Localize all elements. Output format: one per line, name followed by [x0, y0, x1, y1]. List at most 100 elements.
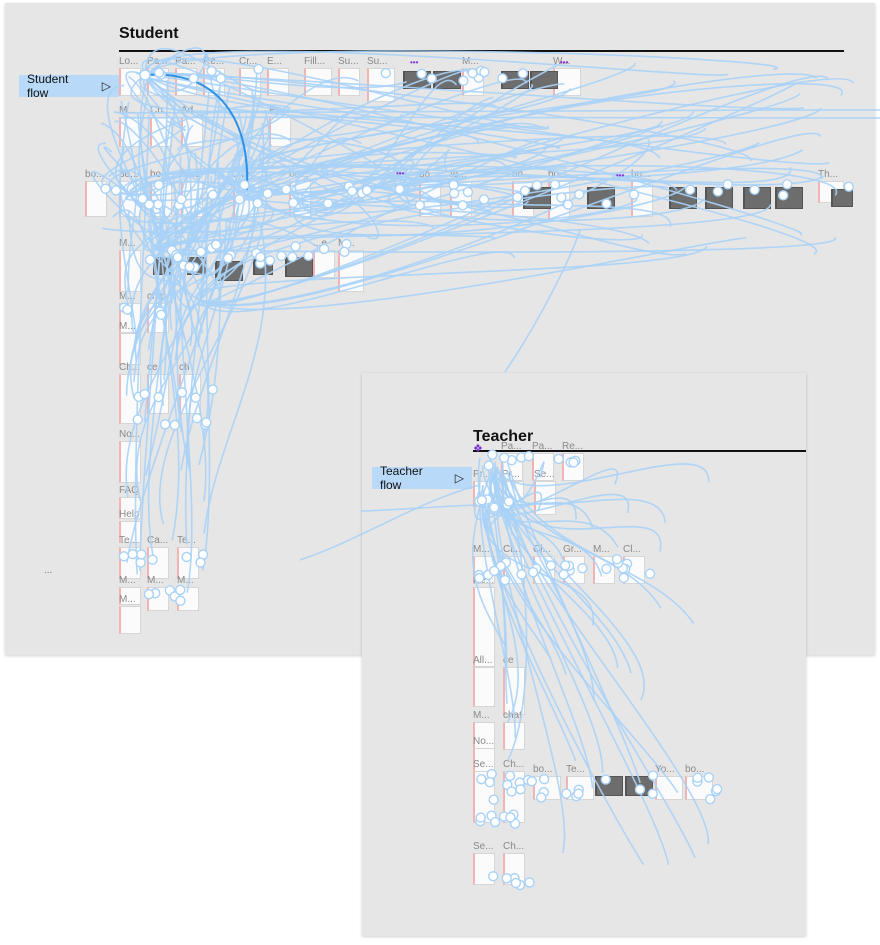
student-screen-frame[interactable]	[119, 181, 141, 217]
teacher-screen-frame[interactable]	[503, 667, 525, 715]
student-screen-frame[interactable]	[119, 250, 141, 292]
teacher-screen-frame[interactable]	[503, 556, 525, 584]
student-screen-frame[interactable]	[181, 117, 203, 147]
student-frame-label: M...	[119, 238, 136, 249]
student-frame-label: ...m	[233, 169, 250, 180]
student-screen-frame[interactable]	[175, 68, 197, 96]
student-screen-frame[interactable]	[177, 587, 199, 611]
teacher-dark-screen-frame[interactable]	[595, 776, 623, 796]
teacher-frame-label: Pr...	[473, 469, 491, 480]
teacher-screen-frame[interactable]	[534, 481, 556, 515]
teacher-screen-frame[interactable]	[655, 776, 683, 800]
teacher-screen-frame[interactable]	[473, 771, 495, 823]
student-screen-frame[interactable]	[119, 68, 141, 96]
student-screen-frame[interactable]	[150, 181, 172, 217]
student-screen-frame[interactable]	[179, 374, 201, 414]
student-screen-frame[interactable]	[147, 68, 169, 96]
student-frame-label: FAQ	[119, 485, 140, 496]
student-screen-frame[interactable]	[119, 587, 141, 605]
student-screen-frame[interactable]	[147, 587, 169, 611]
student-screen-frame[interactable]	[338, 68, 360, 96]
student-dark-screen-frame[interactable]	[669, 187, 697, 209]
student-dark-screen-frame[interactable]	[743, 187, 771, 209]
student-dark-screen-frame[interactable]	[587, 187, 615, 209]
student-dark-screen-frame[interactable]	[705, 187, 733, 209]
teacher-dark-screen-frame[interactable]	[625, 776, 653, 796]
student-dark-screen-frame[interactable]	[501, 71, 529, 89]
student-screen-frame[interactable]	[181, 181, 203, 217]
teacher-screen-frame[interactable]	[503, 853, 525, 885]
student-dark-screen-frame[interactable]	[403, 71, 431, 89]
student-screen-frame[interactable]	[203, 68, 225, 96]
student-frame-label: M...	[119, 321, 136, 332]
student-screen-frame[interactable]	[147, 303, 169, 333]
teacher-screen-frame[interactable]	[623, 556, 645, 584]
teacher-screen-frame[interactable]	[562, 453, 584, 481]
student-dark-screen-frame[interactable]	[831, 189, 853, 207]
teacher-screen-frame[interactable]	[473, 667, 495, 707]
student-screen-frame[interactable]	[119, 441, 141, 483]
teacher-flow-button[interactable]: Teacher flow ▷	[372, 464, 472, 492]
teacher-screen-frame[interactable]	[593, 556, 615, 584]
student-dark-screen-frame[interactable]	[253, 257, 273, 275]
teacher-screen-frame[interactable]	[685, 776, 713, 800]
teacher-screen-frame[interactable]	[503, 771, 525, 823]
student-screen-frame[interactable]	[313, 250, 335, 278]
student-screen-frame[interactable]	[462, 68, 484, 96]
teacher-screen-frame[interactable]	[533, 556, 555, 584]
teacher-screen-frame[interactable]	[563, 556, 585, 584]
student-screen-frame[interactable]	[119, 117, 141, 147]
student-screen-frame[interactable]	[304, 68, 332, 96]
teacher-screen-frame[interactable]	[566, 776, 594, 800]
student-dark-screen-frame[interactable]	[215, 261, 243, 281]
student-screen-frame[interactable]	[419, 181, 441, 217]
student-dark-screen-frame[interactable]	[523, 187, 551, 209]
teacher-screen-frame[interactable]	[473, 853, 495, 885]
student-screen-frame[interactable]	[119, 374, 141, 424]
student-dark-screen-frame[interactable]	[285, 257, 313, 277]
student-screen-frame[interactable]	[548, 181, 570, 221]
student-frame-label: Cr...	[239, 56, 258, 67]
teacher-frame-label: ce	[503, 655, 514, 666]
student-dark-screen-frame[interactable]	[530, 71, 558, 89]
student-frame-label: Te...	[119, 535, 138, 546]
student-screen-frame[interactable]	[631, 181, 653, 217]
student-screen-frame[interactable]	[119, 333, 141, 365]
student-flow-button[interactable]: Student flow ▷	[19, 72, 119, 100]
student-screen-frame[interactable]	[150, 117, 172, 147]
student-screen-frame[interactable]	[289, 181, 311, 217]
student-frame-label: No...	[119, 429, 141, 440]
student-screen-frame[interactable]	[269, 117, 291, 147]
student-screen-frame[interactable]	[367, 68, 395, 102]
comment-badge[interactable]: •••	[560, 58, 569, 67]
teacher-frame-label: Gr...	[563, 544, 582, 555]
teacher-frame-label: Yo...	[655, 764, 675, 775]
teacher-frame-label: Se...	[473, 759, 494, 770]
teacher-screen-frame[interactable]	[533, 776, 561, 800]
student-dark-screen-frame[interactable]	[433, 71, 461, 89]
comment-badge[interactable]: •••	[616, 171, 625, 180]
teacher-screen-frame[interactable]	[502, 481, 524, 505]
teacher-section-title: Teacher	[473, 428, 534, 445]
teacher-screen-frame[interactable]	[473, 481, 495, 507]
teacher-screen-frame[interactable]	[503, 722, 525, 750]
student-dark-screen-frame[interactable]	[775, 187, 803, 209]
teacher-frame-label: Pr...	[502, 469, 520, 480]
comment-badge[interactable]: •••	[410, 58, 419, 67]
student-screen-frame[interactable]	[147, 374, 169, 414]
student-screen-frame[interactable]	[85, 181, 107, 217]
student-screen-frame[interactable]	[450, 181, 472, 217]
teacher-frame-label: Se...	[534, 469, 555, 480]
student-screen-frame[interactable]	[338, 250, 364, 292]
student-frame-label: Re...	[203, 56, 225, 67]
student-frame-label: Help	[119, 509, 140, 520]
student-screen-frame[interactable]	[233, 181, 259, 217]
teacher-section[interactable]: Teacher Pa...Pa...Re...Pr...Pr...Se...M.…	[362, 373, 806, 936]
student-screen-frame[interactable]	[119, 606, 141, 634]
comment-badge[interactable]: •••	[396, 169, 405, 178]
student-dark-screen-frame[interactable]	[153, 257, 173, 275]
student-dark-screen-frame[interactable]	[187, 257, 207, 275]
student-screen-frame[interactable]	[239, 68, 261, 96]
student-frame-label: Th...	[818, 169, 839, 180]
student-screen-frame[interactable]	[267, 68, 289, 96]
